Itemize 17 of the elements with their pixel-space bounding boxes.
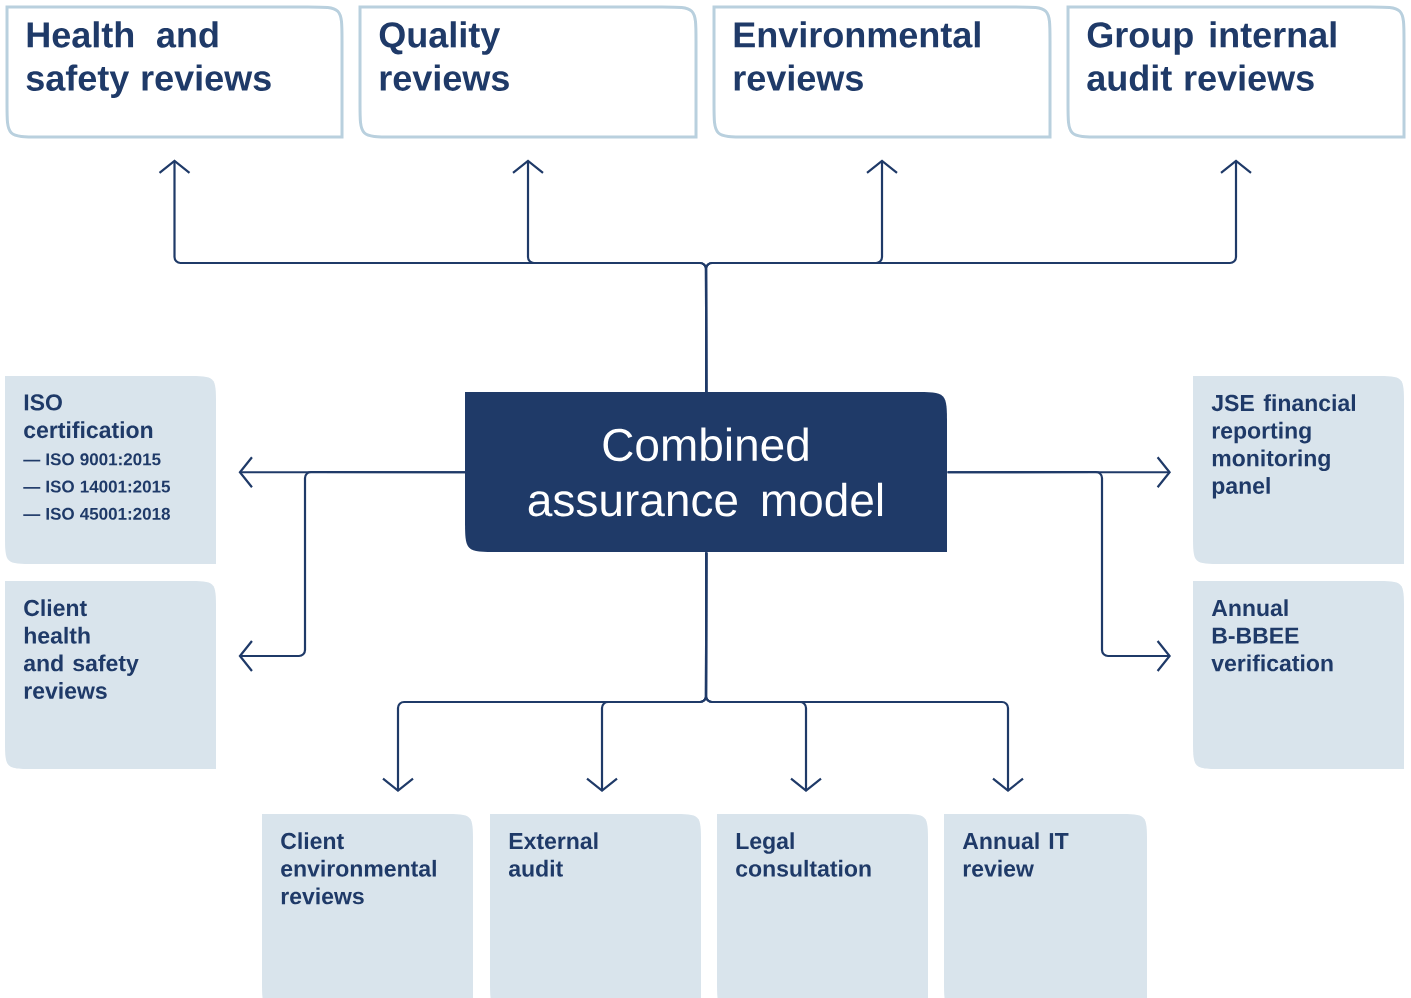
review-box: Group internal audit reviews [1066, 5, 1406, 139]
process-box: External audit [490, 814, 701, 998]
arrow [947, 470, 1171, 672]
process-box: Client health and safety reviews [5, 581, 216, 769]
review-box: Environmental reviews [712, 5, 1052, 139]
process-box: Annual IT review [944, 814, 1147, 998]
central-box: Combined assurance model [465, 392, 947, 552]
process-box: Client environmental reviews [262, 814, 473, 998]
arrow [238, 470, 465, 672]
process-box: JSE financial reporting monitoring panel [1193, 376, 1404, 564]
process-box: Annual B-BBEE verification [1193, 581, 1404, 769]
review-box: Quality reviews [358, 5, 698, 139]
review-box: Health and safety reviews [5, 5, 344, 139]
arrow [704, 552, 1024, 792]
arrow [704, 159, 1252, 392]
process-box: Legal consultation [717, 814, 928, 998]
process-box: ISO certification — ISO 9001:2015 — ISO 14001:2015 — ISO 45001:2018 [5, 376, 216, 564]
